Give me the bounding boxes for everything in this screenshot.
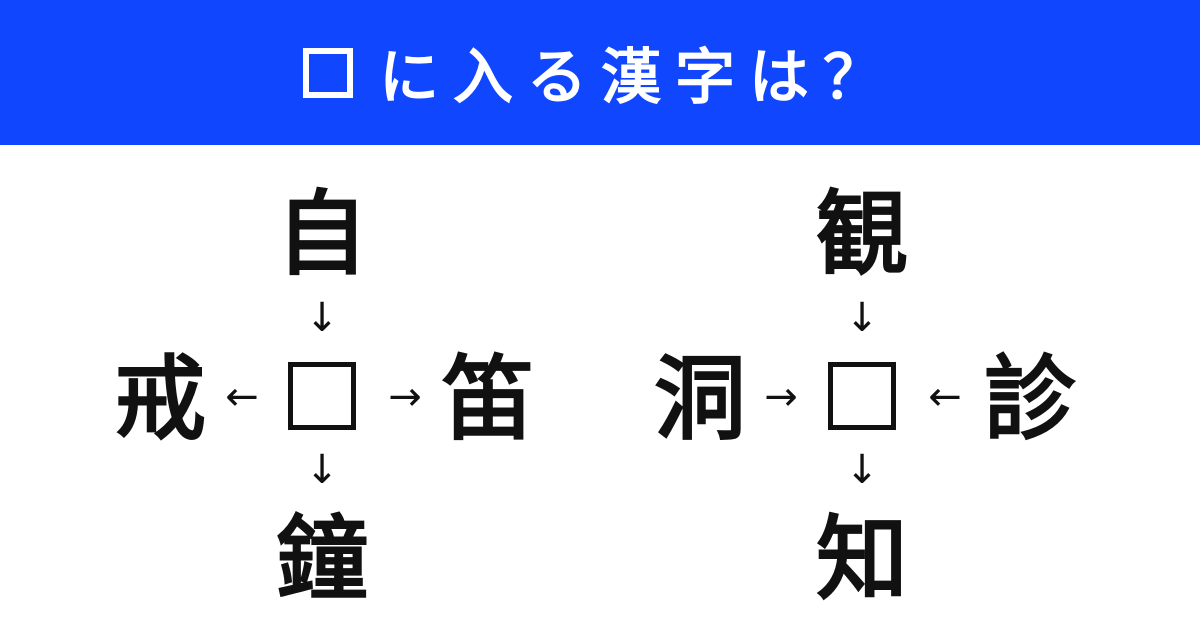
puzzle1-bottom-kanji: 鐘 [275, 506, 369, 613]
puzzle1-top-kanji: 自 [275, 181, 369, 288]
page-title: に入る漢字は？ [303, 29, 897, 116]
puzzle2-blank-box [828, 362, 896, 430]
puzzle1-blank-box [288, 362, 356, 430]
puzzle1-left-kanji: 戒 [113, 346, 207, 453]
puzzle1-right-kanji: 笛 [441, 346, 535, 453]
puzzle2-left-arrow: → [764, 374, 798, 420]
blank-square-icon [303, 47, 353, 98]
title-text: に入る漢字は？ [379, 43, 897, 113]
puzzle2-top-kanji: 観 [815, 181, 909, 288]
puzzle1-top-arrow: ↓ [305, 295, 339, 341]
header-banner: に入る漢字は？ [0, 0, 1200, 145]
puzzle1-bottom-arrow: ↓ [305, 447, 339, 493]
puzzle1-left-arrow: ← [225, 374, 259, 420]
puzzle2-right-arrow: ← [928, 374, 962, 420]
puzzle2-bottom-arrow: ↓ [845, 447, 879, 493]
puzzle2-bottom-kanji: 知 [815, 506, 909, 613]
puzzle1-right-arrow: → [388, 374, 422, 420]
puzzle2-top-arrow: ↓ [845, 295, 879, 341]
puzzle2-left-kanji: 洞 [653, 346, 747, 453]
puzzle2-right-kanji: 診 [983, 346, 1077, 453]
